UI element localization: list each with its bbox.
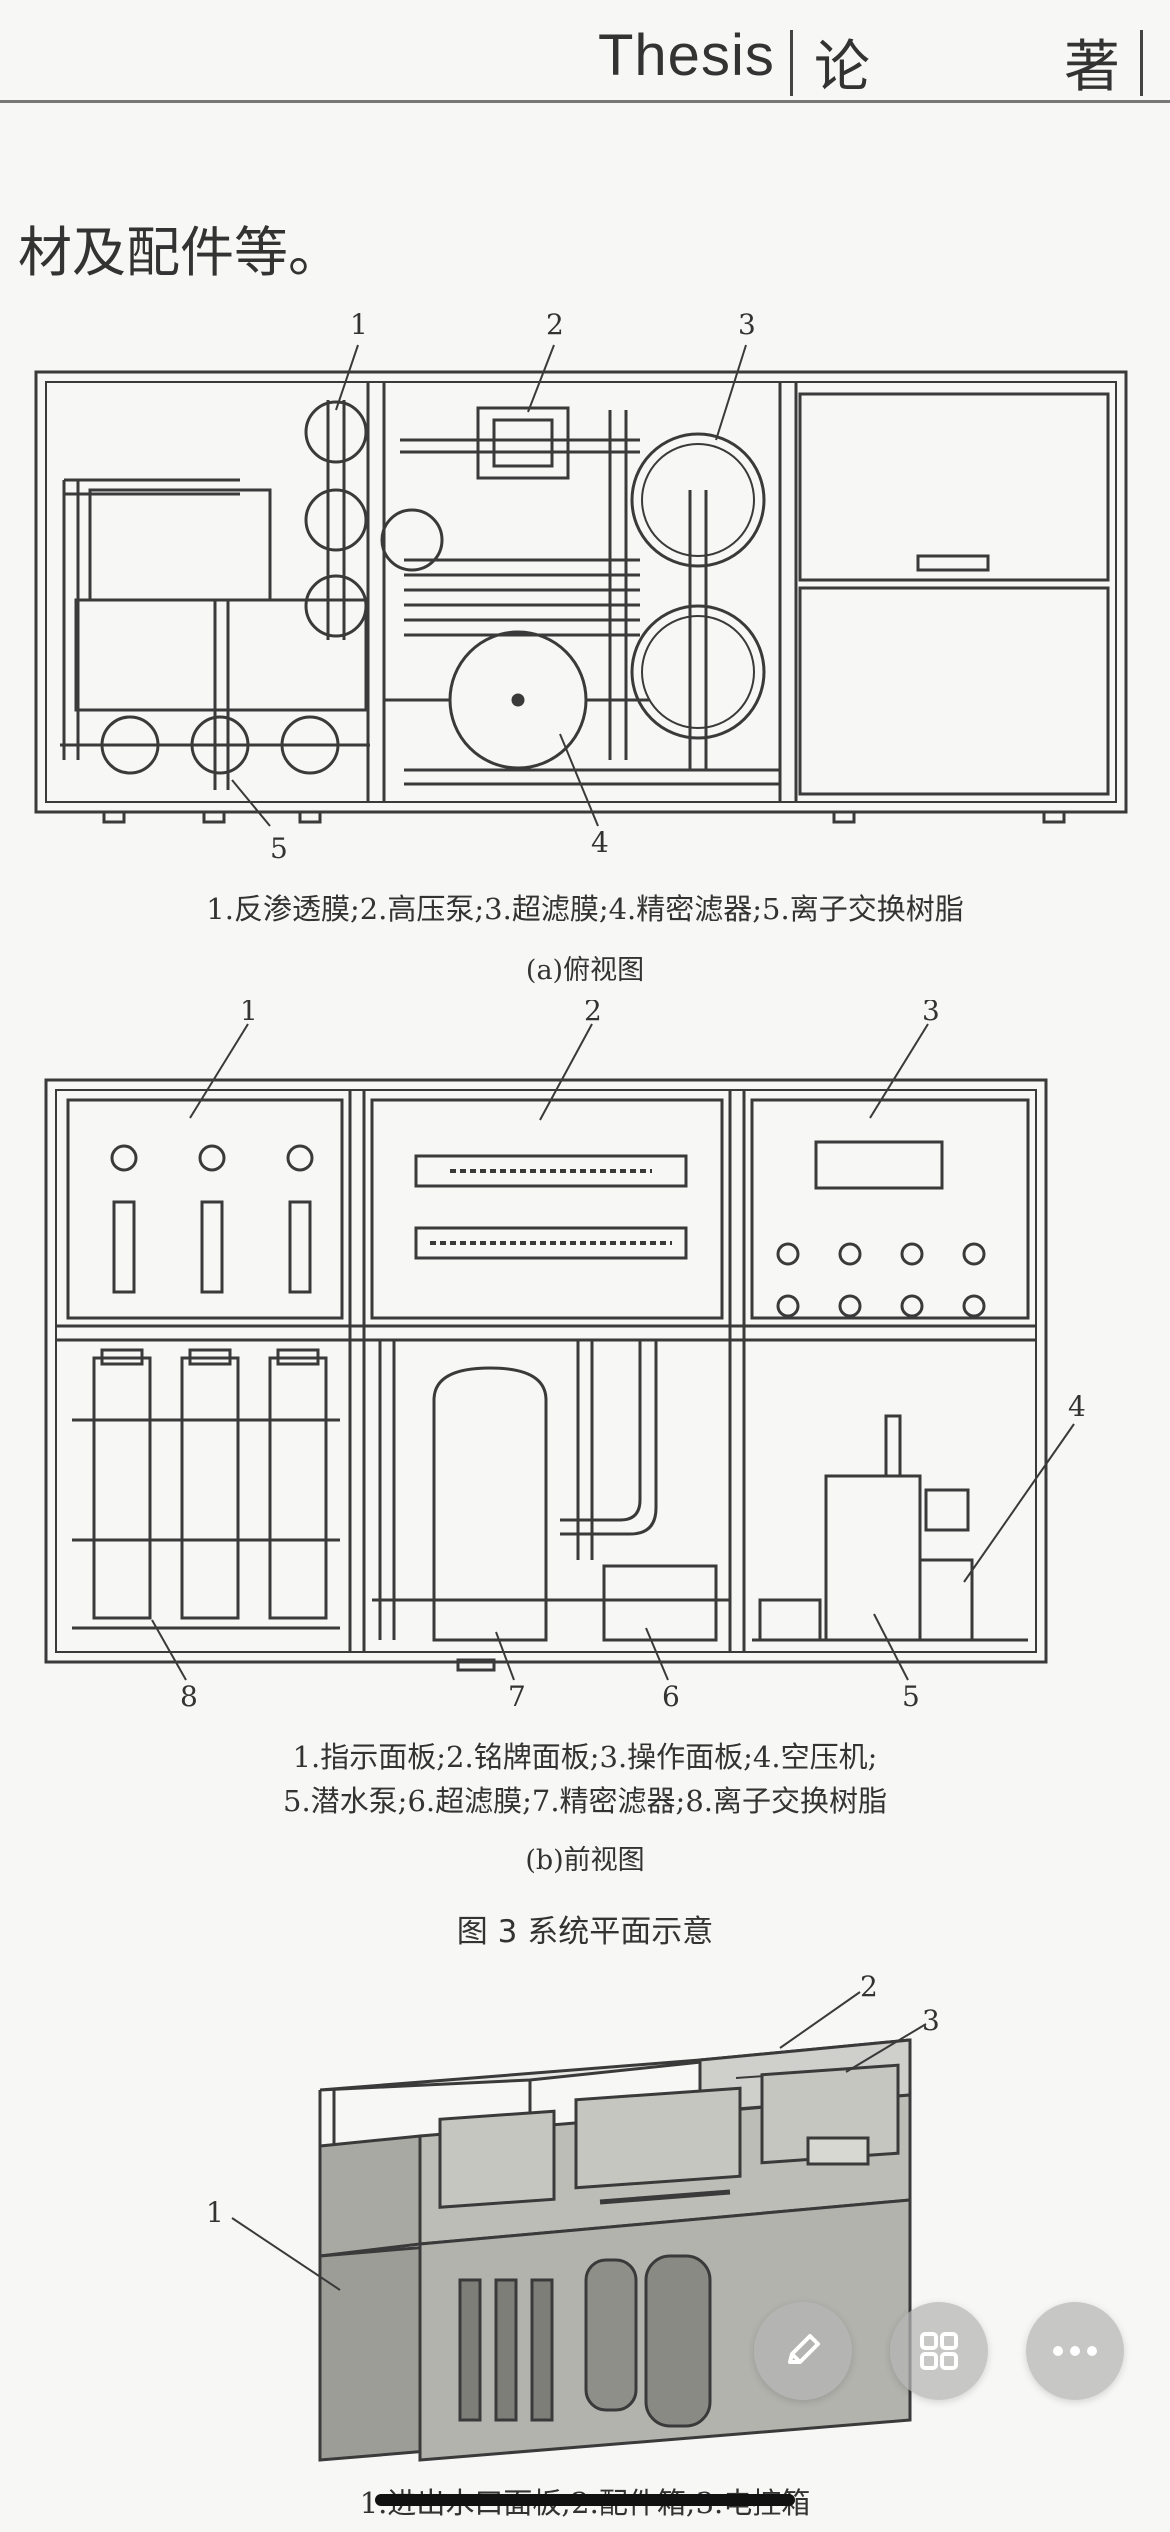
callout-b-2: 2 [584,1000,602,1027]
grid-button[interactable] [890,2302,988,2400]
more-button[interactable] [1026,2302,1124,2400]
callout-b-5: 5 [902,1680,920,1713]
figure-b-front-view: 1 2 3 4 5 6 7 8 [44,1000,1086,1713]
figure-b-legend-line1: 1.指示面板;2.铭牌面板;3.操作面板;4.空压机; [292,1740,878,1774]
callout-a-4: 4 [591,826,609,859]
grid-icon [920,2332,958,2370]
figure-a-caption: (a)俯视图 [525,955,645,986]
callout-a-1: 1 [350,308,368,341]
callout-c-2: 2 [860,1970,878,2003]
header-end-bar [1140,30,1143,96]
figure-a-top-view: 1 2 3 4 5 [34,308,1128,860]
figure-a-legend: 1.反渗透膜;2.高压泵;3.超滤膜;4.精密滤器;5.离子交换树脂 [206,892,964,926]
figure-b-caption: (b)前视图 [525,1845,645,1876]
more-dots-icon [1053,2346,1097,2356]
edit-button[interactable] [754,2302,852,2400]
callout-b-1: 1 [240,1000,258,1027]
header-divider [790,30,793,96]
header-thesis: Thesis [598,23,775,88]
callout-a-3: 3 [738,308,756,341]
callout-b-3: 3 [922,1000,940,1027]
callout-b-8: 8 [180,1680,198,1713]
running-header: Thesis 论 著 [0,0,1170,103]
callout-a-5: 5 [270,832,288,860]
figure-b-legend-line2: 5.潜水泵;6.超滤膜;7.精密滤器;8.离子交换树脂 [283,1784,887,1818]
figure-title: 图 3 系统平面示意 [456,1914,714,1950]
callout-b-7: 7 [508,1680,526,1713]
callout-b-4: 4 [1068,1390,1086,1423]
callout-c-3: 3 [922,2004,940,2037]
figure-c-perspective: 1 2 3 [206,1970,940,2462]
pencil-icon [788,2334,820,2364]
home-indicator[interactable] [375,2494,795,2506]
callout-c-1: 1 [206,2196,224,2229]
callout-b-6: 6 [662,1680,680,1713]
callout-a-2: 2 [546,308,564,341]
body-text-fragment: 材及配件等。 [18,221,342,284]
header-section-right: 著 [1064,35,1120,100]
header-section-left: 论 [814,35,870,100]
